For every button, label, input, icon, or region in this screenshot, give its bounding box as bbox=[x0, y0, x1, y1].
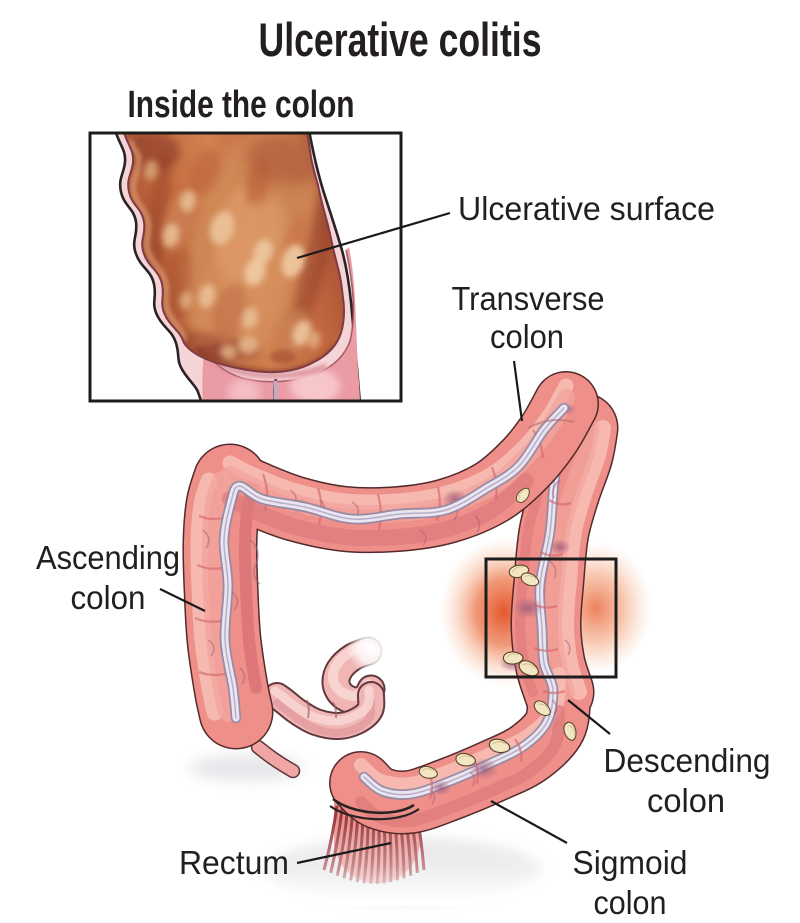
svg-text:Transverse: Transverse bbox=[452, 280, 605, 317]
svg-text:colon: colon bbox=[647, 782, 725, 819]
svg-text:Inside the colon: Inside the colon bbox=[128, 84, 355, 126]
svg-text:Ulcerative colitis: Ulcerative colitis bbox=[259, 13, 542, 66]
svg-text:colon: colon bbox=[594, 884, 667, 921]
svg-text:Sigmoid: Sigmoid bbox=[573, 844, 688, 881]
svg-text:Ulcerative surface: Ulcerative surface bbox=[458, 190, 715, 227]
svg-text:Ascending: Ascending bbox=[36, 539, 180, 576]
svg-text:Rectum: Rectum bbox=[179, 844, 289, 881]
svg-text:colon: colon bbox=[490, 318, 564, 355]
svg-text:Descending: Descending bbox=[604, 742, 771, 779]
svg-text:colon: colon bbox=[71, 579, 146, 616]
